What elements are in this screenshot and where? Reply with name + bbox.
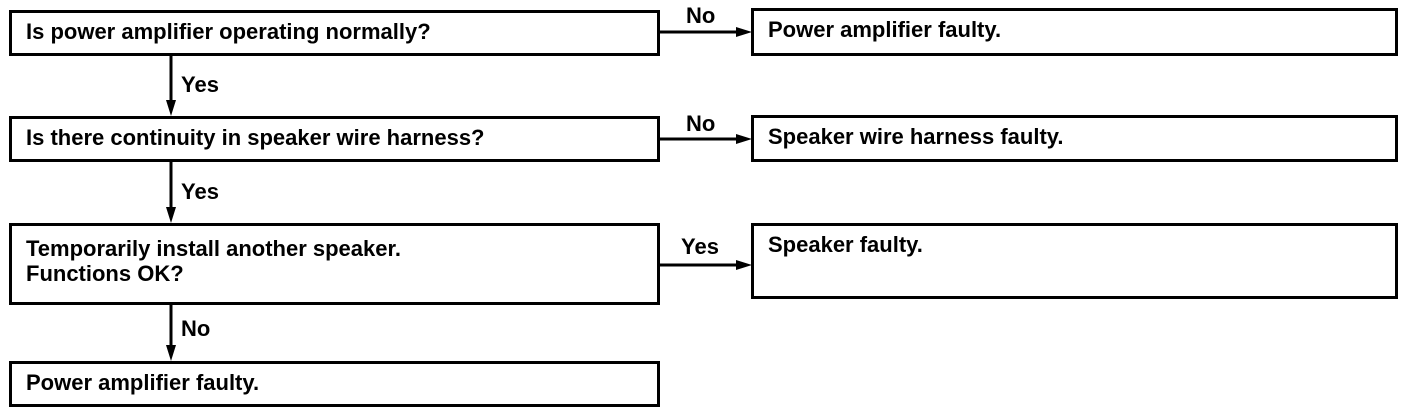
question-text-line-1: Temporarily install another speaker. <box>26 236 401 261</box>
question-text-line-2: Functions OK? <box>26 261 184 286</box>
arrowhead-q3-r4 <box>166 345 176 361</box>
arrowhead-q1-q2 <box>166 100 176 116</box>
edge-label-q2-r2: No <box>686 111 716 136</box>
question-box-wire-harness: Is there continuity in speaker wire harn… <box>9 116 660 162</box>
result-box-power-amplifier-faulty-top: Power amplifier faulty. <box>751 8 1398 56</box>
question-text: Is there continuity in speaker wire harn… <box>26 125 485 150</box>
result-box-power-amplifier-faulty-bottom: Power amplifier faulty. <box>9 361 660 407</box>
edge-label-q1-q2: Yes <box>181 72 219 97</box>
result-box-wire-harness-faulty: Speaker wire harness faulty. <box>751 115 1398 162</box>
edge-label-q3-r4: No <box>181 316 211 341</box>
edge-label-q1-r1: No <box>686 3 716 28</box>
question-text-block: Temporarily install another speaker. Fun… <box>26 236 401 286</box>
edge-label-q3-r3: Yes <box>681 234 719 259</box>
arrowhead-q2-q3 <box>166 207 176 223</box>
result-text: Power amplifier faulty. <box>768 17 1002 42</box>
edge-label-q2-q3: Yes <box>181 179 219 204</box>
result-text: Power amplifier faulty. <box>26 370 260 395</box>
result-box-speaker-faulty: Speaker faulty. <box>751 223 1398 299</box>
arrowhead-q2-r2 <box>736 134 752 144</box>
question-text: Is power amplifier operating normally? <box>26 19 431 44</box>
arrowhead-q3-r3 <box>736 260 752 270</box>
question-box-another-speaker: Temporarily install another speaker. Fun… <box>9 223 660 305</box>
result-text: Speaker wire harness faulty. <box>768 124 1064 149</box>
question-box-power-amplifier: Is power amplifier operating normally? <box>9 10 660 56</box>
result-text: Speaker faulty. <box>768 232 923 257</box>
arrowhead-q1-r1 <box>736 27 752 37</box>
